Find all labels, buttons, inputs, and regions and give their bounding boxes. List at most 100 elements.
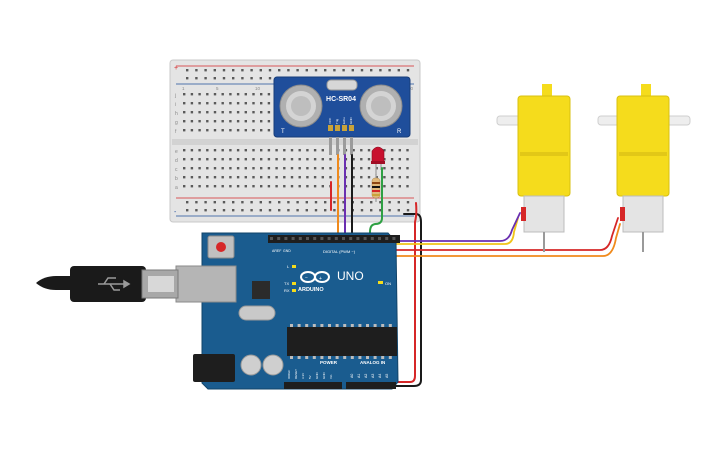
- analog-header[interactable]: [346, 382, 396, 389]
- ultrasonic-sensor[interactable]: HC-SR04 T R VCC Trig Echo GND: [273, 76, 411, 138]
- hole: [186, 201, 189, 204]
- hole: [406, 158, 409, 161]
- hole: [370, 69, 373, 72]
- hole: [183, 149, 186, 152]
- hole: [229, 185, 232, 188]
- hole: [236, 176, 240, 179]
- motor-can: [523, 195, 565, 233]
- hole: [236, 102, 240, 105]
- hole: [195, 77, 198, 80]
- svg-text:e: e: [175, 149, 178, 155]
- hole: [198, 120, 201, 123]
- hole: [312, 324, 316, 327]
- svg-text:IOREF: IOREF: [287, 370, 291, 379]
- hole: [297, 356, 301, 359]
- hole: [213, 77, 216, 80]
- hole: [342, 209, 345, 212]
- hole: [305, 324, 309, 327]
- hole: [383, 149, 386, 152]
- hole: [329, 176, 332, 179]
- hole: [236, 93, 240, 96]
- hole: [320, 324, 324, 327]
- power-jack[interactable]: [193, 354, 235, 382]
- hole: [268, 77, 272, 80]
- hole: [260, 111, 263, 114]
- hole: [244, 167, 247, 170]
- hole: [252, 185, 255, 188]
- svg-text:3.3V: 3.3V: [301, 373, 305, 379]
- hole: [236, 120, 240, 123]
- svg-text:f: f: [175, 129, 177, 135]
- rail-plus-top: +: [174, 65, 178, 72]
- hole: [306, 176, 309, 179]
- digital-header[interactable]: [268, 235, 400, 243]
- hole: [183, 102, 186, 105]
- svg-text:5V: 5V: [308, 375, 312, 379]
- hole: [379, 201, 382, 204]
- hole: [206, 120, 209, 123]
- hole: [183, 129, 186, 132]
- hole: [305, 356, 309, 359]
- hole: [222, 77, 226, 80]
- hole: [398, 185, 401, 188]
- hole: [297, 324, 301, 327]
- hole: [275, 149, 278, 152]
- hole: [275, 167, 278, 170]
- hole: [186, 69, 189, 72]
- hole: [366, 324, 369, 327]
- hole: [229, 176, 232, 179]
- hole: [290, 324, 293, 327]
- hole: [360, 201, 364, 204]
- hole: [290, 167, 294, 170]
- on-label: ON: [385, 281, 391, 286]
- hole: [259, 201, 262, 204]
- usb-port[interactable]: [175, 265, 237, 303]
- hole: [305, 201, 308, 204]
- svg-text:h: h: [175, 111, 178, 117]
- hole: [333, 201, 336, 204]
- hole: [221, 158, 224, 161]
- hole: [342, 69, 345, 72]
- sensor-pins[interactable]: [328, 125, 354, 131]
- svg-text:a: a: [175, 185, 178, 191]
- svg-text:g: g: [175, 120, 178, 126]
- hole: [360, 158, 363, 161]
- resistor-icon[interactable]: [371, 174, 381, 202]
- hole: [298, 176, 301, 179]
- hole: [183, 111, 186, 114]
- hole: [392, 237, 396, 240]
- tx-led: [292, 282, 296, 285]
- usb-cable-icon[interactable]: [36, 266, 179, 302]
- hole: [291, 237, 295, 240]
- hole: [206, 167, 209, 170]
- hole: [195, 201, 198, 204]
- hole: [342, 237, 345, 240]
- hole: [190, 120, 194, 123]
- dc-motor-2[interactable]: [597, 84, 691, 252]
- hole: [287, 201, 290, 204]
- hole: [350, 324, 354, 327]
- hole: [244, 185, 247, 188]
- hole: [241, 77, 244, 80]
- hole: [252, 102, 255, 105]
- hole: [367, 176, 371, 179]
- hole: [313, 158, 317, 161]
- hole: [244, 176, 247, 179]
- arduino-board[interactable]: DIGITAL (PWM ~) AREF GND − + UNO ARDUINO…: [175, 232, 400, 390]
- atmega-chip: [287, 327, 397, 356]
- hole: [236, 149, 240, 152]
- hole: [221, 111, 224, 114]
- receiver-transducer: [359, 84, 403, 128]
- hole: [267, 176, 271, 179]
- row-letters-bottom: e d c b a: [175, 149, 178, 191]
- hole: [306, 149, 309, 152]
- hole: [198, 176, 201, 179]
- hole: [296, 209, 299, 212]
- power-header[interactable]: [284, 382, 342, 389]
- hole: [378, 237, 381, 240]
- hole: [388, 209, 391, 212]
- hole: [221, 176, 224, 179]
- dc-motor-1[interactable]: [496, 84, 571, 252]
- hole: [229, 129, 232, 132]
- hole: [397, 69, 400, 72]
